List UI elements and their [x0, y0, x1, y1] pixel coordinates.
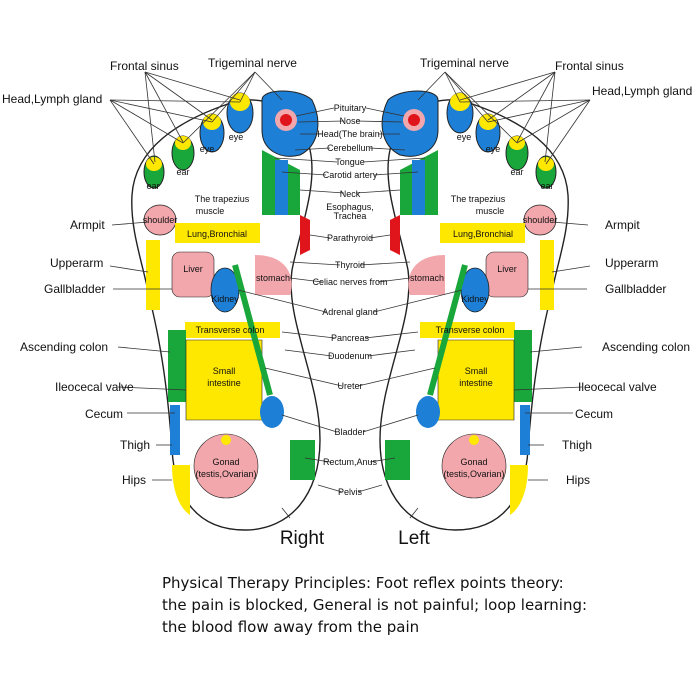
shoulder-label-left: shoulder: [523, 215, 558, 225]
foot-reflexology-diagram: eye eye ear ear The trapezius muscle sho…: [2, 56, 692, 549]
ear-label-left-2: ear: [540, 181, 553, 191]
small-intestine-label-right-2: intestine: [207, 378, 241, 388]
ileocecal-valve-label-right: Ileocecal valve: [55, 380, 134, 394]
eye-label-left-2: eye: [486, 144, 501, 154]
ureter-label: Ureter: [337, 381, 362, 391]
lung-label-right: Lung,Bronchial: [187, 229, 247, 239]
adrenal-gland-label: Adrenal gland: [322, 307, 378, 317]
hips-label-right: Hips: [122, 473, 146, 487]
trigeminal-nerve-label-left: Trigeminal nerve: [420, 56, 509, 70]
esophagus-label: Esophagus,: [326, 202, 374, 212]
thigh-label-left: Thigh: [562, 438, 592, 452]
small-intestine-label-left: Small: [465, 366, 488, 376]
caption-line-1: Physical Therapy Principles: Foot reflex…: [162, 574, 564, 592]
pelvis-label: Pelvis: [338, 487, 363, 497]
caption-line-3: the blood flow away from the pain: [162, 618, 420, 636]
nose-label: Nose: [339, 116, 360, 126]
cecum-label-right: Cecum: [85, 407, 123, 421]
carotid-artery-label: Carotid artery: [323, 170, 378, 180]
tongue-label: Tongue: [335, 157, 365, 167]
celiac-nerves-label: Celiac nerves from: [312, 277, 387, 287]
gallbladder-label-right: Gallbladder: [44, 282, 105, 296]
upperarm-label-right: Upperarm: [50, 256, 103, 270]
rectum-anus-label: Rectum,Anus: [323, 457, 378, 467]
pituitary-label: Pituitary: [334, 103, 367, 113]
ear-label-left-1: ear: [510, 167, 523, 177]
cerebellum-label: Cerebellum: [327, 143, 373, 153]
left-foot-label: Left: [398, 528, 430, 549]
thigh-label-right: Thigh: [120, 438, 150, 452]
stomach-label-right: stomach: [256, 273, 290, 283]
ear-label-right-1: ear: [176, 167, 189, 177]
trachea-label: Trachea: [334, 211, 367, 221]
liver-label-left: Liver: [497, 264, 517, 274]
gallbladder-label-left: Gallbladder: [605, 282, 666, 296]
kidney-label-left: Kidney: [461, 294, 489, 304]
shoulder-label-right: shoulder: [143, 215, 178, 225]
transverse-colon-label-left: Transverse colon: [436, 325, 505, 335]
head-lymph-gland-label-right: Head,Lymph gland: [2, 92, 102, 106]
pancreas-label: Pancreas: [331, 333, 370, 343]
small-intestine-label-right: Small: [213, 366, 236, 376]
caption-line-2: the pain is blocked, General is not pain…: [162, 596, 588, 614]
eye-label-right-2: eye: [200, 144, 215, 154]
upperarm-label-left: Upperarm: [605, 256, 658, 270]
trapezius-label-right-2: muscle: [196, 206, 225, 216]
gonad-label-right-2: (testis,Ovarian): [195, 469, 256, 479]
frontal-sinus-label-right: Frontal sinus: [110, 59, 179, 73]
cecum-label-left: Cecum: [575, 407, 613, 421]
trigeminal-nerve-label-right: Trigeminal nerve: [208, 56, 297, 70]
lung-label-left: Lung,Bronchial: [453, 229, 513, 239]
thyroid-label: Thyroid: [335, 260, 365, 270]
hips-label-left: Hips: [566, 473, 590, 487]
eye-label-left-1: eye: [457, 132, 472, 142]
trapezius-label-left-2: muscle: [476, 206, 505, 216]
transverse-colon-label-right: Transverse colon: [196, 325, 265, 335]
frontal-sinus-label-left: Frontal sinus: [555, 59, 624, 73]
stomach-label-left: stomach: [410, 273, 444, 283]
armpit-label-left: Armpit: [605, 218, 640, 232]
ascending-colon-label-right: Ascending colon: [20, 340, 108, 354]
ileocecal-valve-label-left: Ileocecal valve: [578, 380, 657, 394]
head-brain-label: Head(The brain): [317, 129, 383, 139]
trapezius-label-right: The trapezius: [195, 194, 250, 204]
duodenum-label: Duodenum: [328, 351, 372, 361]
ear-label-right-2: ear: [146, 181, 159, 191]
kidney-label-right: Kidney: [211, 294, 239, 304]
gonad-label-left: Gonad: [460, 457, 487, 467]
gonad-label-right: Gonad: [212, 457, 239, 467]
small-intestine-label-left-2: intestine: [459, 378, 493, 388]
right-foot-label: Right: [280, 528, 325, 549]
neck-label: Neck: [340, 189, 361, 199]
trapezius-label-left: The trapezius: [451, 194, 506, 204]
ascending-colon-label-left: Ascending colon: [602, 340, 690, 354]
bladder-label: Bladder: [334, 427, 365, 437]
liver-label-right: Liver: [183, 264, 203, 274]
armpit-label-right: Armpit: [70, 218, 105, 232]
parathyroid-label: Parathyroid: [327, 233, 373, 243]
eye-label-right-1: eye: [229, 132, 244, 142]
gonad-label-left-2: (testis,Ovarian): [443, 469, 504, 479]
caption: Physical Therapy Principles: Foot reflex…: [162, 572, 682, 638]
head-lymph-gland-label-left: Head,Lymph gland: [592, 84, 692, 98]
